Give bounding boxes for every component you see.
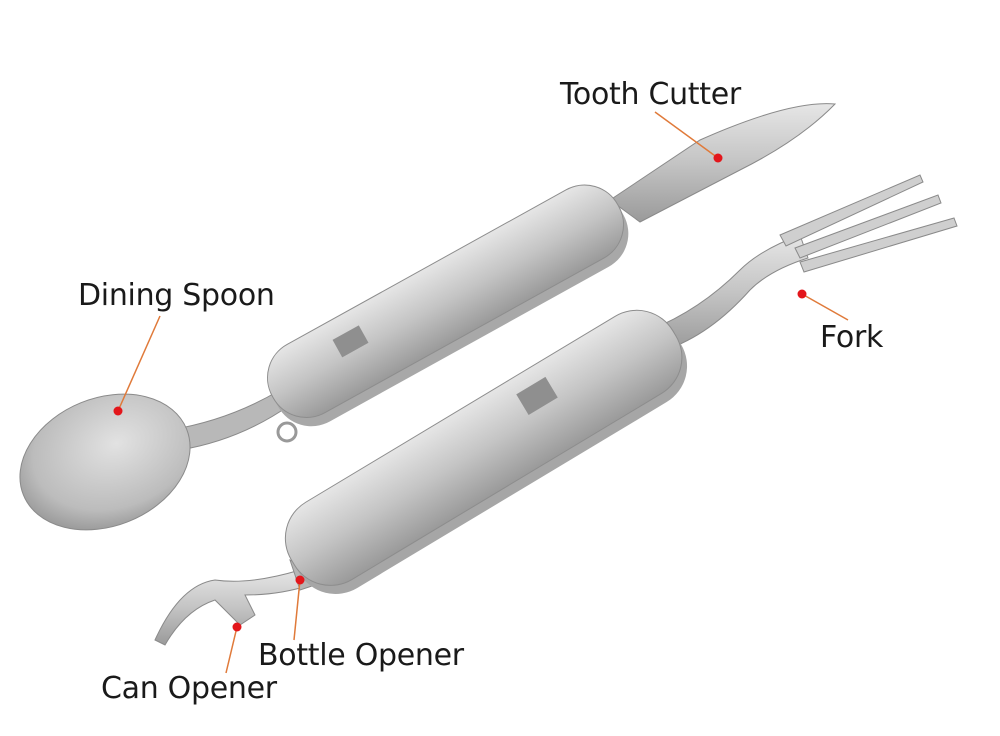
tooth-cutter-leader <box>654 111 719 159</box>
fork-opener-tool <box>154 174 958 646</box>
can-opener-blade <box>154 569 311 646</box>
bottle-opener-marker <box>295 575 305 585</box>
dining-spoon-marker <box>113 406 123 416</box>
dining-spoon-leader <box>117 315 161 412</box>
upper-body <box>267 184 624 418</box>
dining-spoon-label: Dining Spoon <box>78 278 275 313</box>
spoon-knife-tool <box>19 103 837 531</box>
can-opener-marker <box>232 622 242 632</box>
upper-nail-notch <box>332 325 369 358</box>
fork-neck <box>649 234 809 351</box>
fork-tine-2 <box>794 194 942 259</box>
bottle-opener-label: Bottle Opener <box>258 638 464 673</box>
key-ring <box>276 421 298 443</box>
fork-marker <box>797 289 807 299</box>
fork-tine-3 <box>799 217 958 273</box>
lower-nail-notch <box>516 376 558 415</box>
can-opener-label: Can Opener <box>101 671 277 706</box>
can-opener-leader <box>225 626 238 674</box>
tooth-cutter-label: Tooth Cutter <box>560 77 741 112</box>
knife-blade <box>609 103 837 223</box>
spoon-bowl <box>19 393 191 531</box>
bottle-opener-leader <box>293 579 301 641</box>
fork-leader <box>801 293 849 321</box>
fork-tine-1 <box>779 174 924 247</box>
lower-body <box>284 309 683 586</box>
fork-label: Fork <box>820 320 884 355</box>
tooth-cutter-marker <box>713 153 723 163</box>
